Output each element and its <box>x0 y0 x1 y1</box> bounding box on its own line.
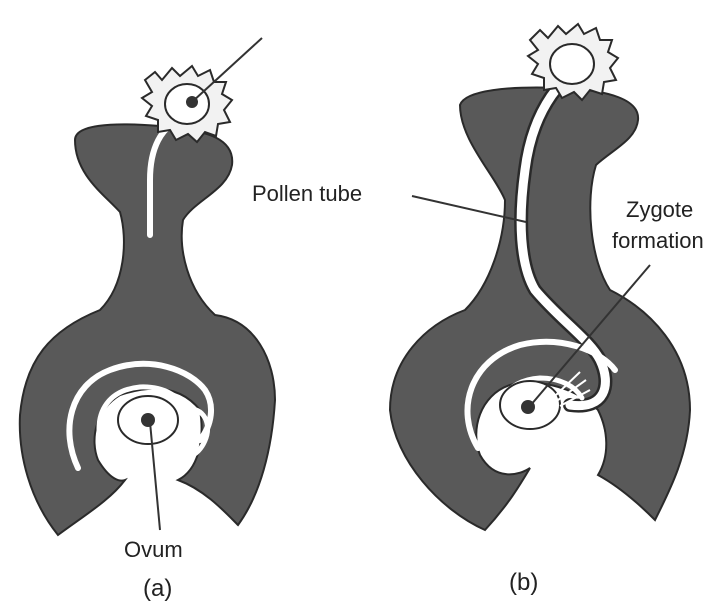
ovum-nucleus <box>141 413 155 427</box>
ovule-hook-b <box>570 417 602 458</box>
panel-a-diagram <box>20 38 275 535</box>
panel-b-caption: (b) <box>509 569 538 596</box>
pistil-b <box>390 88 690 530</box>
panel-a-caption: (a) <box>143 575 172 602</box>
pollen-grain-inner-b <box>550 44 594 84</box>
pollen-pointer-line-a <box>192 38 262 102</box>
ovum-label: Ovum <box>124 537 183 562</box>
zygote-label-line2: formation <box>612 228 704 253</box>
panel-b-diagram <box>390 24 690 530</box>
pollen-tube-label: Pollen tube <box>252 181 362 206</box>
zygote-label-line1: Zygote <box>626 197 693 222</box>
